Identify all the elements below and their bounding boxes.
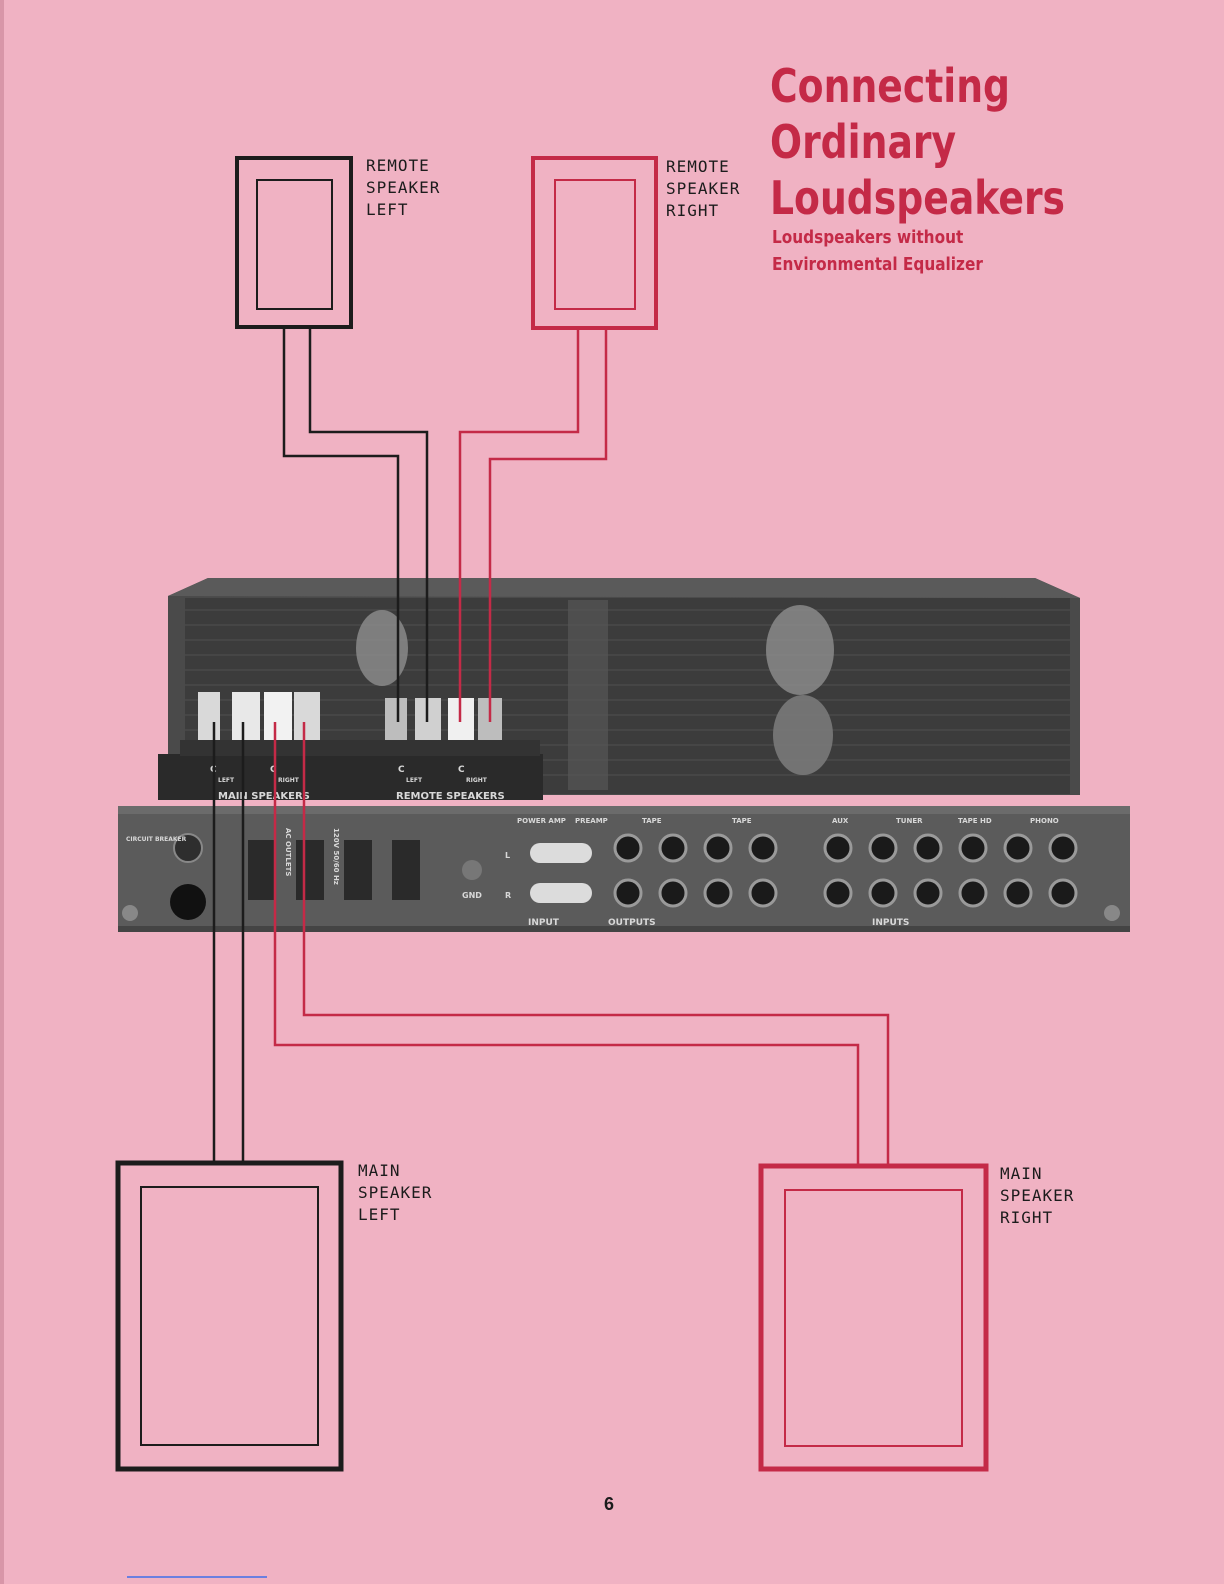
- label-main-speakers: MAIN SPEAKERS: [218, 791, 310, 802]
- label-remote-speaker-left: REMOTE SPEAKER LEFT: [366, 156, 441, 219]
- page-subtitle: Loudspeakers without Environmental Equal…: [772, 224, 983, 278]
- label-tape-hd: TAPE HD: [958, 817, 992, 825]
- label-ac-outlets: AC OUTLETS: [284, 828, 292, 876]
- bottom-link-underline: [127, 1576, 267, 1578]
- main-speaker-left-box: [115, 1160, 344, 1472]
- wire-remote-left: [282, 327, 429, 722]
- label-inputs: INPUTS: [872, 918, 909, 928]
- label-circuit-breaker: CIRCUIT BREAKER: [126, 836, 187, 843]
- label-channel-l: L: [505, 851, 510, 860]
- subtitle-line-2: Environmental Equalizer: [772, 254, 983, 275]
- page-number: 6: [604, 1494, 615, 1514]
- page-edge: [0, 0, 4, 1584]
- label-remote-speakers: REMOTE SPEAKERS: [396, 791, 505, 802]
- label-remote-c2: C: [458, 765, 465, 775]
- label-preamp: PREAMP: [575, 817, 608, 825]
- label-outputs: OUTPUTS: [608, 918, 656, 928]
- label-channel-r: R: [505, 891, 511, 900]
- wire-remote-right: [458, 328, 608, 722]
- label-remote-speaker-right: REMOTE SPEAKER RIGHT: [666, 157, 741, 220]
- title-line-2: Ordinary: [770, 115, 957, 169]
- label-gnd: GND: [462, 891, 482, 900]
- amplifier-photo: MAIN SPEAKERS REMOTE SPEAKERS C LEFT C R…: [118, 578, 1130, 932]
- label-tape-2: TAPE: [732, 817, 752, 825]
- label-power-rating: 120V 50/60 Hz: [332, 828, 340, 885]
- label-main-speaker-right: MAIN SPEAKER RIGHT: [1000, 1164, 1075, 1227]
- label-remote-left: LEFT: [406, 777, 423, 784]
- label-remote-c: C: [398, 765, 405, 775]
- remote-speaker-right-box: [531, 156, 658, 330]
- remote-speaker-left-box: [235, 156, 353, 329]
- label-main-right: RIGHT: [278, 777, 300, 784]
- title-line-1: Connecting: [770, 59, 1011, 113]
- wire-main-right: [273, 722, 890, 1166]
- title-line-3: Loudspeakers: [770, 171, 1066, 225]
- label-power-amp: POWER AMP: [517, 817, 566, 825]
- label-phono: PHONO: [1030, 817, 1059, 825]
- label-main-speaker-left: MAIN SPEAKER LEFT: [358, 1161, 433, 1224]
- label-aux: AUX: [832, 817, 849, 825]
- page-title: Connecting Ordinary Loudspeakers: [770, 58, 1065, 226]
- wire-main-left: [212, 722, 245, 1163]
- label-tape-1: TAPE: [642, 817, 662, 825]
- label-tuner: TUNER: [896, 817, 923, 825]
- label-input: INPUT: [528, 918, 560, 928]
- subtitle-line-1: Loudspeakers without: [772, 227, 964, 248]
- label-remote-right: RIGHT: [466, 777, 488, 784]
- label-main-c2: C: [270, 765, 277, 775]
- label-main-left: LEFT: [218, 777, 235, 784]
- main-speaker-right-box: [758, 1163, 989, 1472]
